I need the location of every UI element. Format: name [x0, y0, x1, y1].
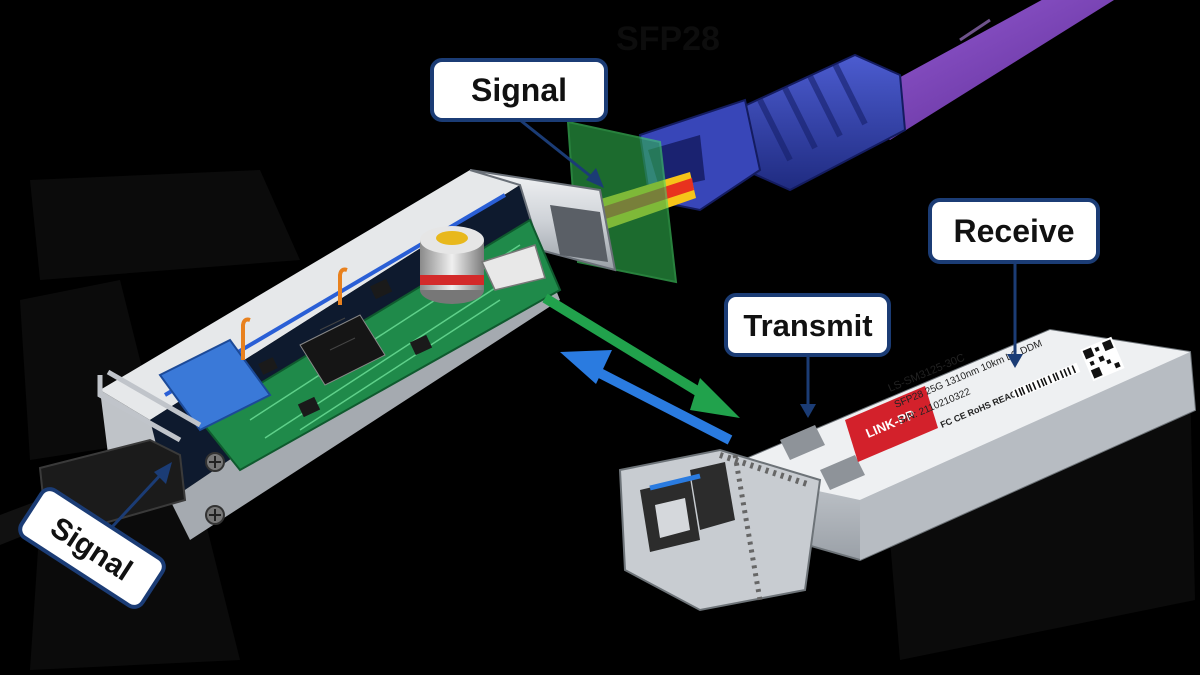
faint-title: SFP28 [616, 20, 720, 58]
sfp28-transceiver-module: LINK-PP LS-SM3125-30C SFP28 25G 1310nm 1… [618, 328, 1197, 612]
callout-transmit: Transmit [724, 293, 891, 357]
fiber-cable [840, 0, 1114, 140]
callout-receive: Receive [928, 198, 1100, 264]
screw-icon [205, 505, 225, 525]
barcode-icon [1012, 362, 1081, 400]
callout-transmit-label: Transmit [743, 308, 872, 343]
callout-signal-top-label: Signal [471, 72, 567, 108]
screw-icon [205, 452, 225, 472]
qr-code-icon [1080, 336, 1125, 382]
callout-receive-label: Receive [954, 213, 1075, 249]
callout-signal-top: Signal [430, 58, 608, 122]
bidirectional-arrow-icon [542, 293, 740, 445]
cutaway-sfp-module [0, 169, 617, 545]
